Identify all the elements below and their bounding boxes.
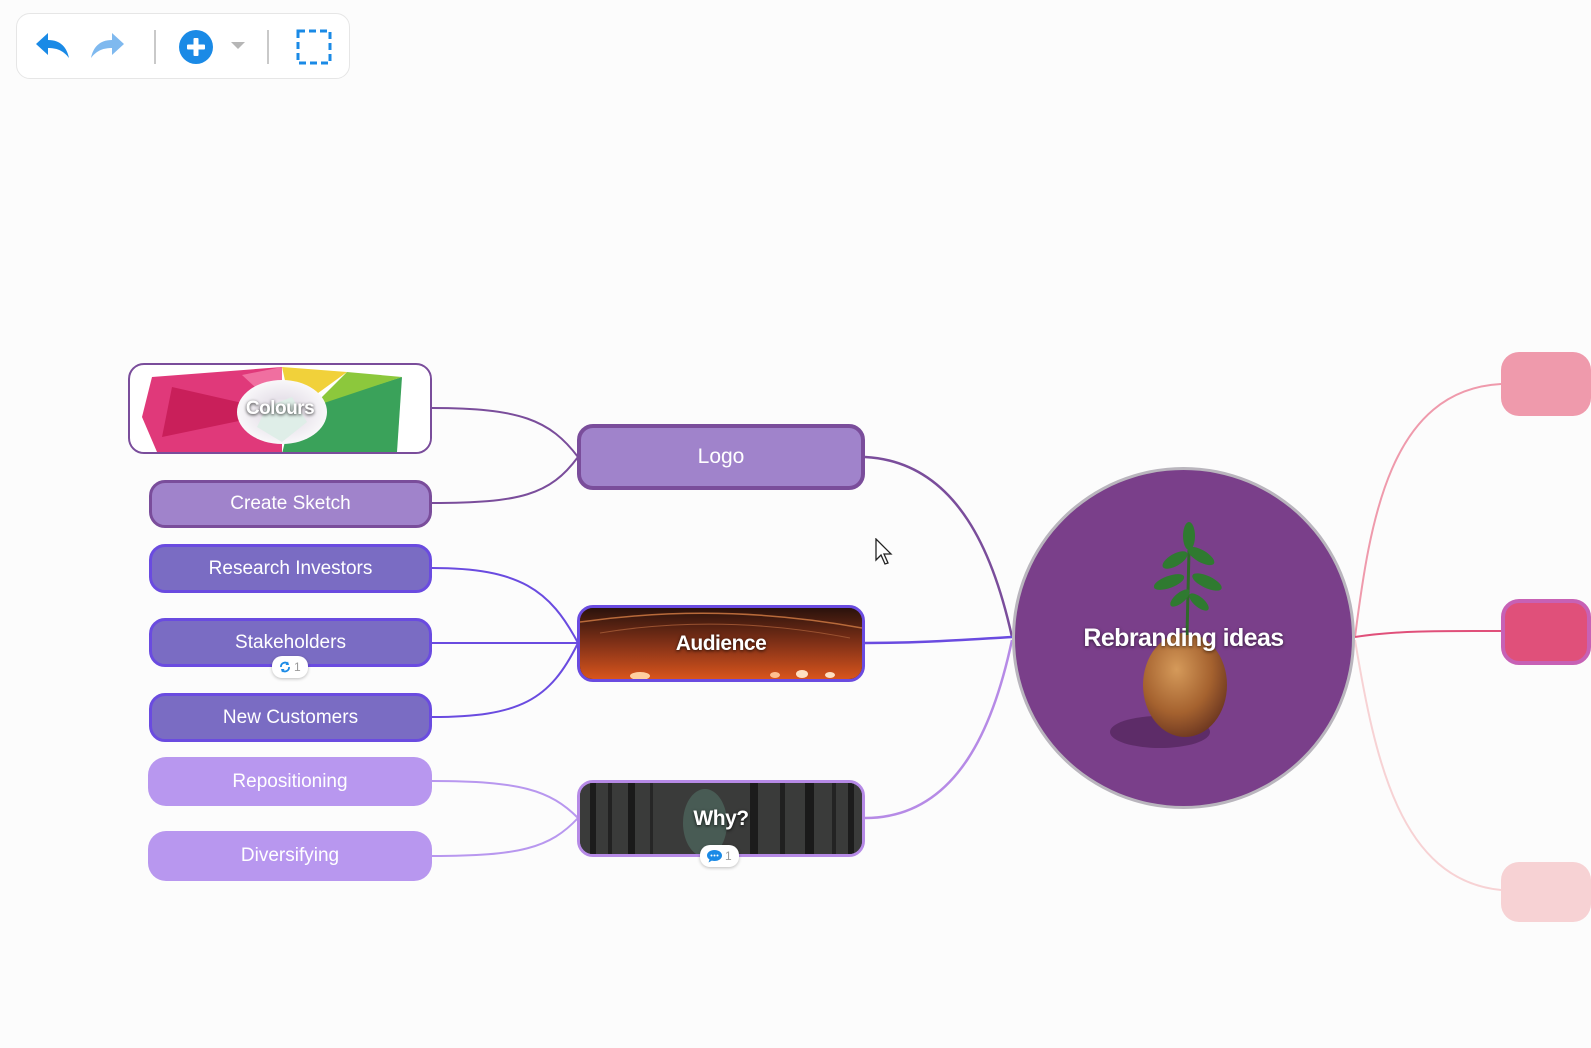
why-comment-badge[interactable]: 1 [700, 845, 739, 867]
root-node-label: Rebranding ideas [1083, 623, 1284, 652]
node-audience[interactable]: Audience [577, 605, 865, 682]
node-create-sketch[interactable]: Create Sketch [149, 480, 432, 528]
node-logo[interactable]: Logo [577, 424, 865, 490]
select-area-button[interactable] [295, 28, 333, 66]
toolbar-separator [154, 30, 156, 64]
connector-audience-customers [431, 642, 579, 718]
undo-arrow-icon [36, 33, 69, 58]
node-research-investors[interactable]: Research Investors [149, 544, 432, 593]
connector-root-logo [864, 455, 1014, 638]
connector-why-diversifying [431, 817, 579, 857]
node-logo-label: Logo [697, 445, 745, 468]
node-why[interactable]: Why? [577, 780, 865, 857]
comment-bubble-icon [707, 849, 722, 862]
right-node-middle[interactable] [1501, 599, 1591, 665]
connector-why-repositioning [431, 780, 579, 819]
plus-circle-icon [179, 30, 213, 64]
stakeholders-link-count: 1 [294, 660, 301, 674]
node-new-customers[interactable]: New Customers [149, 693, 432, 742]
connector-root-audience [864, 635, 1013, 645]
sync-icon [280, 661, 290, 673]
undo-button[interactable] [33, 28, 73, 64]
egg-plant-sprout-image [1110, 522, 1227, 748]
add-node-dropdown[interactable] [227, 36, 249, 56]
node-new-customers-label: New Customers [222, 706, 359, 728]
node-research-investors-label: Research Investors [208, 557, 373, 579]
node-create-sketch-label: Create Sketch [230, 493, 351, 514]
node-colours-label: Colours [245, 397, 315, 419]
why-forest-image [580, 783, 862, 854]
toolbar-separator [267, 30, 269, 64]
node-colours[interactable]: Colours [128, 363, 432, 454]
node-repositioning[interactable]: Repositioning [148, 757, 432, 806]
node-why-label: Why? [693, 806, 749, 830]
connector-logo-colours [431, 407, 579, 458]
colours-flower-image [132, 367, 430, 452]
connector-audience-investors [431, 567, 579, 644]
why-comment-count: 1 [725, 849, 732, 863]
dashed-selection-icon [296, 29, 332, 65]
add-node-button[interactable] [177, 28, 215, 66]
connector-logo-sketch [431, 456, 579, 504]
right-node-top[interactable] [1501, 352, 1591, 416]
node-diversifying[interactable]: Diversifying [148, 831, 432, 881]
connector-root-why [864, 639, 1014, 820]
node-stakeholders-label: Stakeholders [235, 631, 346, 653]
stakeholders-link-badge[interactable]: 1 [272, 656, 308, 678]
toolbar [16, 13, 350, 79]
node-audience-label: Audience [675, 631, 767, 655]
connector-root-right-top [1354, 383, 1502, 638]
connector-root-right-bottom [1354, 639, 1502, 891]
root-node[interactable]: Rebranding ideas [1012, 467, 1355, 809]
mouse-pointer-icon [875, 538, 893, 565]
node-repositioning-label: Repositioning [232, 770, 348, 792]
audience-concert-image [580, 608, 862, 679]
redo-button[interactable] [87, 28, 127, 64]
redo-arrow-icon [91, 33, 124, 58]
node-diversifying-label: Diversifying [240, 845, 340, 866]
right-node-bottom[interactable] [1501, 862, 1591, 922]
caret-down-icon [231, 42, 245, 49]
connector-root-right-mid [1354, 629, 1502, 638]
